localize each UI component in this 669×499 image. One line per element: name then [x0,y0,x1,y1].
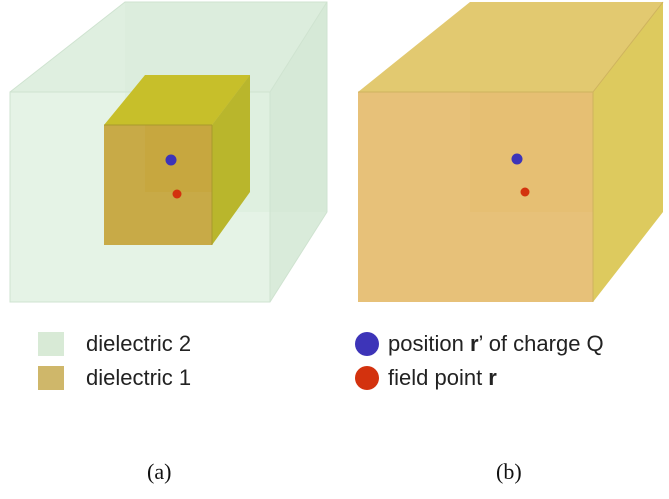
legend-text-prefix: field point [388,365,489,390]
inner-cube-right-face [212,75,250,245]
cube-b-edge [592,1,664,93]
charge-point-b [511,153,523,165]
legend-swatch-dielectric-1 [38,366,64,390]
field-point-a [172,189,182,199]
outer-cube-top-face [10,2,327,92]
legend-label-dielectric-2: dielectric 2 [86,331,192,356]
panel-b-caption: (b) [496,459,522,484]
legend-text-suffix: ’ of charge Q [478,331,604,356]
field-point-b [520,187,530,197]
inner-cube-top-face [104,75,250,125]
outer-cube-right-face [270,2,327,302]
cube-b-front-face [358,92,593,302]
cube-b-right-face [593,2,663,302]
panel-a-cubes [9,1,328,303]
legend-text-vector: r [469,331,479,356]
charge-point-a [165,154,177,166]
legend-text-vector: r [488,365,497,390]
legend-label-dielectric-1: dielectric 1 [86,365,192,390]
legend-marker-field-point [355,366,379,390]
legend-text-prefix: position [388,331,470,356]
panel-b-cube [358,1,664,302]
inner-cube-dielectric-1 [104,75,250,245]
legend-swatch-dielectric-2 [38,332,64,356]
legend-label-charge-position: position r’ of charge Q [388,331,604,357]
legend-marker-charge [355,332,379,356]
legend-label-field-point: field point r [388,365,497,391]
inner-cube-front-face [104,125,212,245]
cube-b-top-face [358,2,663,92]
panel-a-caption: (a) [147,459,172,484]
